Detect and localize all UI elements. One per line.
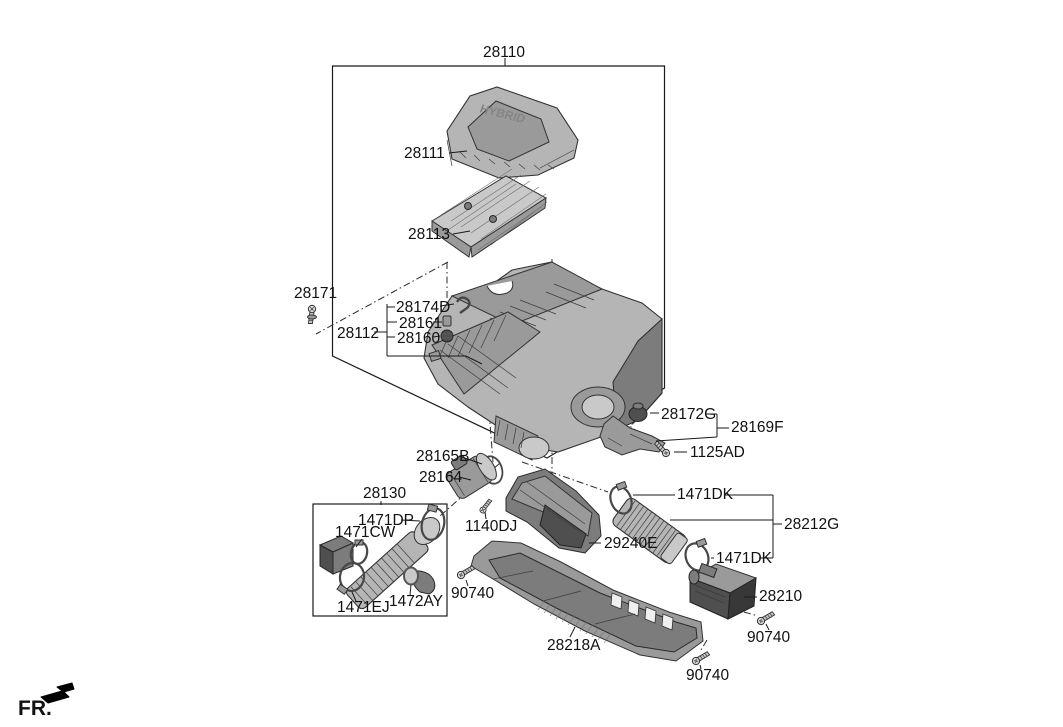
label-body-grommet: 28172G (661, 406, 716, 423)
label-air-duct: 28218A (547, 637, 601, 654)
label-bolt-duct-front: 90740 (451, 585, 494, 602)
mounting-bracket-28169f-part (599, 415, 666, 456)
label-fitting-group: 28112 (337, 325, 379, 342)
clamp-1471ej-part (338, 561, 366, 593)
bolt-90740-duct-rear-part (690, 648, 711, 667)
label-hose-clamp-lower: 1471DK (716, 550, 773, 567)
label-resonator: 28210 (759, 588, 802, 605)
label-hook: 28174D (396, 299, 450, 316)
label-intake-hose-assembly: 28130 (363, 485, 406, 502)
body-grommet-28172g-part (628, 402, 648, 422)
label-clamp-dp: 1471DP (358, 512, 414, 529)
intake-hose-28212g-part (612, 497, 688, 565)
hose-ring-1472ay-part (403, 566, 419, 586)
resonator-28210-part (688, 562, 758, 620)
label-clamp-ej: 1471EJ (337, 599, 390, 616)
air-cleaner-cover: HYBRID (446, 86, 579, 179)
hose-clamp-1471dk-upper-part (609, 480, 633, 515)
label-bolt-resonator: 90740 (747, 629, 790, 646)
label-hose-ring: 1472AY (389, 593, 443, 610)
label-air-flow-sensor: 28164 (419, 469, 462, 486)
label-sensor-screw: 1140DJ (465, 518, 517, 535)
label-bracket-bolt: 1125AD (690, 444, 745, 461)
air-flow-sensor-28164-part (446, 452, 497, 499)
label-air-cleaner-assembly: 28110 (483, 44, 525, 61)
label-mounting-bracket: 28169F (731, 419, 784, 436)
hook-28174d-part (455, 296, 471, 314)
label-grommet: 28160 (397, 330, 440, 347)
spacer-28161-part (442, 315, 452, 327)
shield-cover-29240e-part (505, 468, 602, 554)
label-shield-cover: 29240E (604, 535, 657, 552)
front-direction-arrow-icon (40, 682, 75, 704)
bolt-90740-resonator-part (755, 608, 776, 627)
grommet-28160-part (440, 329, 454, 343)
air-cleaner-body (423, 261, 663, 461)
air-filter-element (431, 168, 548, 258)
label-clamp-cw: 1471CW (335, 524, 396, 541)
bolt-90740-duct-front-part (455, 562, 476, 581)
label-stud: 28171 (294, 285, 337, 302)
hose-assembly-28130-outline-box (312, 503, 448, 617)
intake-hose-assembly-parts (318, 503, 446, 610)
stud-28171-part (307, 304, 317, 324)
leader-lines (351, 58, 782, 670)
label-hose-clamp-upper: 1471DK (677, 486, 734, 503)
label-intake-hose: 28212G (784, 516, 839, 533)
air-duct-28218a-part (470, 540, 704, 662)
label-bolt-duct-rear: 90740 (686, 667, 729, 684)
front-marker-label: FR. (18, 697, 52, 720)
label-cover: 28111 (404, 145, 445, 162)
label-filter-element: 28113 (408, 226, 450, 243)
sensor-screw-1140dj-part (478, 497, 493, 515)
label-spacer: 28161 (399, 315, 442, 332)
front-direction-marker: FR. (18, 682, 75, 720)
label-sensor-oring: 28165B (416, 448, 469, 465)
